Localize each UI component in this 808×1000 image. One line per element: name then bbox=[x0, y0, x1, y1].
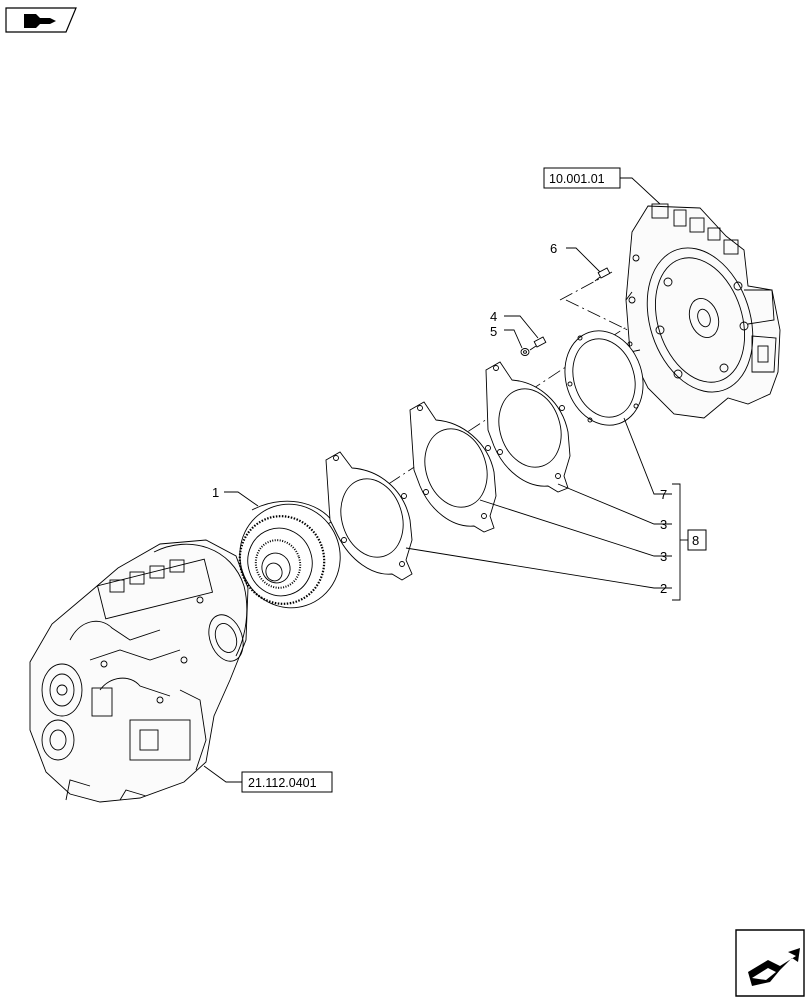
prev-page-button[interactable] bbox=[5, 7, 77, 33]
bolt-6 bbox=[594, 267, 611, 282]
callout-5: 5 bbox=[490, 324, 497, 339]
drive-plate-2 bbox=[325, 451, 413, 581]
callout-6: 6 bbox=[550, 241, 557, 256]
engine-assembly bbox=[625, 203, 781, 419]
engine-reference-label: 10.001.01 bbox=[549, 172, 605, 186]
callout-4: 4 bbox=[490, 309, 497, 324]
transmission-assembly bbox=[29, 539, 249, 803]
kit-reference-8[interactable]: 8 bbox=[687, 529, 707, 551]
leader-lines bbox=[203, 177, 688, 783]
transmission-reference-link[interactable]: 21.112.0401 bbox=[241, 771, 333, 793]
plate-3-rear bbox=[485, 361, 571, 493]
transmission-reference-label: 21.112.0401 bbox=[248, 776, 317, 790]
callout-8: 8 bbox=[692, 533, 699, 548]
callout-3a: 3 bbox=[660, 517, 667, 532]
callout-3b: 3 bbox=[660, 549, 667, 564]
engine-reference-link[interactable]: 10.001.01 bbox=[543, 167, 621, 189]
hand-pointer-back-icon bbox=[24, 14, 56, 28]
hand-pointer-forward-icon bbox=[748, 948, 800, 986]
next-page-button[interactable] bbox=[735, 929, 805, 997]
bolt-4 bbox=[529, 336, 547, 351]
ring-plate-7 bbox=[564, 330, 644, 426]
callout-2: 2 bbox=[660, 581, 667, 596]
torque-converter bbox=[238, 500, 341, 609]
washer-5 bbox=[520, 348, 530, 356]
plate-3-front bbox=[409, 401, 497, 533]
callout-1: 1 bbox=[212, 485, 219, 500]
callout-7: 7 bbox=[660, 487, 667, 502]
